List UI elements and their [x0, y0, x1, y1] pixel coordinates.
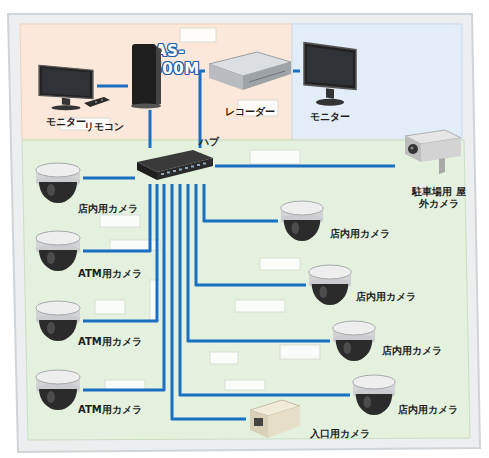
dome-camera-icon	[33, 160, 83, 206]
network-cable	[215, 165, 395, 168]
network-cable	[204, 184, 278, 221]
network-cable	[188, 184, 330, 341]
device-label: 店内用カメラ	[382, 345, 462, 357]
device-node: 店内用カメラ	[306, 262, 354, 308]
device-label: ATM用カメラ	[78, 268, 158, 280]
dome-camera-icon	[306, 262, 354, 308]
outdoor-camera-icon	[395, 128, 463, 176]
device-node: 店内用カメラ	[33, 160, 83, 206]
dome-camera-icon	[350, 372, 398, 418]
device-label: 店内用カメラ	[398, 404, 478, 416]
device-label: ATM用カメラ	[78, 404, 158, 416]
device-label: ハブ	[199, 136, 239, 148]
device-label: 駐車場用 屋外カメラ	[411, 186, 467, 210]
device-node: モニター	[300, 38, 360, 108]
network-cable	[83, 184, 164, 390]
entrance-camera-icon	[246, 398, 302, 440]
device-node: 入口用カメラ	[246, 398, 302, 440]
device-label: 店内用カメラ	[330, 228, 410, 240]
device-node: 店内用カメラ	[278, 198, 326, 244]
device-node: 店内用カメラ	[350, 372, 398, 418]
network-cable	[149, 110, 152, 148]
device-node: ATM用カメラ	[33, 298, 83, 344]
device-label: 店内用カメラ	[78, 203, 158, 215]
device-label: モニター	[300, 111, 360, 123]
monitor-icon	[300, 38, 360, 108]
network-cable	[293, 70, 300, 73]
hub-icon	[135, 148, 215, 184]
device-node: ATM用カメラ	[33, 367, 83, 413]
device-label: ATM用カメラ	[78, 336, 158, 348]
device-node: レコーダー	[205, 50, 293, 92]
device-label: レコーダー	[225, 106, 295, 118]
device-label: 店内用カメラ	[356, 291, 436, 303]
dome-camera-icon	[330, 318, 378, 364]
network-cable	[172, 184, 246, 419]
device-label: 入口用カメラ	[310, 428, 390, 440]
floor-area	[8, 14, 480, 452]
network-cable	[83, 177, 135, 180]
device-node: 店内用カメラ	[330, 318, 378, 364]
dome-camera-icon	[278, 198, 326, 244]
dome-camera-icon	[33, 367, 83, 413]
network-cable	[97, 85, 128, 88]
network-cable	[83, 184, 150, 251]
network-cable	[180, 184, 350, 395]
device-node: ハブ	[135, 148, 215, 184]
device-label: リモコン	[84, 121, 144, 133]
device-node: ATM用カメラ	[33, 228, 83, 274]
dome-camera-icon	[33, 298, 83, 344]
device-node: AS-5500M	[128, 42, 164, 110]
device-node: リモコン	[82, 95, 112, 109]
remote-icon	[82, 95, 112, 109]
device-node: 駐車場用 屋外カメラ	[395, 128, 463, 176]
recorder-icon	[205, 50, 293, 92]
dome-camera-icon	[33, 228, 83, 274]
tower-unit-icon	[128, 42, 164, 110]
